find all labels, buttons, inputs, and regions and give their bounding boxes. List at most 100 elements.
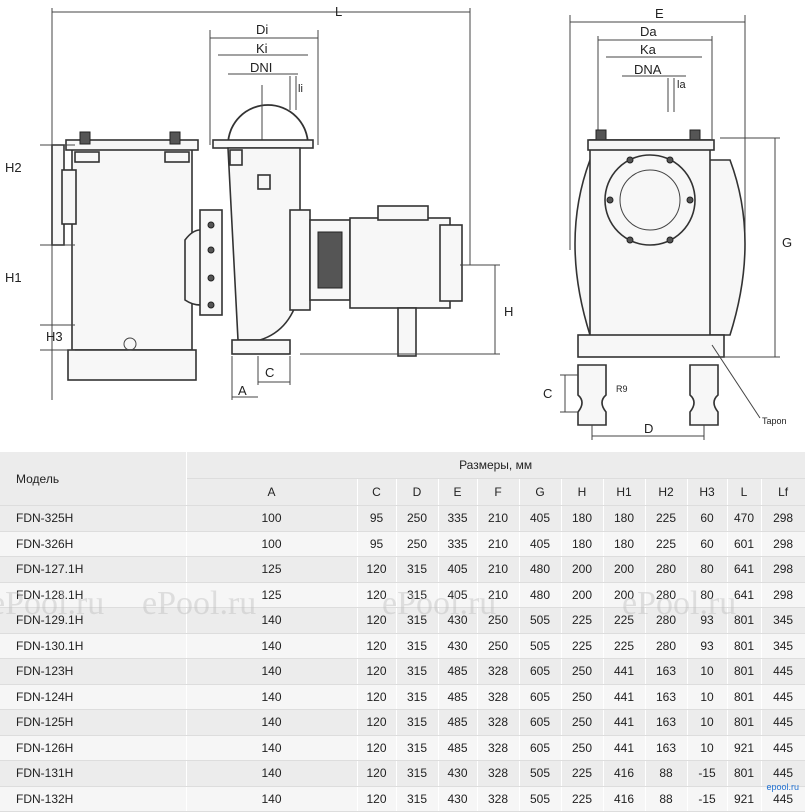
dimension-cell-D: 315 [396,582,439,608]
dimension-cell-D: 250 [396,505,439,532]
dimension-cell-H3: 60 [687,505,728,532]
dimension-cell-H: 250 [561,684,604,710]
dimension-cell-A: 140 [186,658,358,685]
dim-R9: R9 [616,384,628,394]
dimension-cell-C: 120 [357,582,397,608]
dimension-cell-G: 405 [519,505,562,532]
dimension-cell-A: 125 [186,582,358,608]
dimension-cell-E: 430 [438,633,478,659]
dimension-cell-C: 120 [357,786,397,812]
dim-DNA: DNA [634,62,662,77]
dimension-cell-E: 485 [438,735,478,761]
dimension-cell-H: 225 [561,786,604,812]
tapon-label: Tapon [762,416,787,426]
model-cell: FDN-129.1H [0,607,187,634]
dimension-cell-E: 405 [438,582,478,608]
dimension-cell-F: 250 [477,607,520,634]
dimension-cell-H3: -15 [687,760,728,787]
dimension-cell-Lf: 298 [761,582,805,608]
dimension-cell-H3: 80 [687,556,728,583]
dimension-cell-A: 140 [186,760,358,787]
dimension-cell-H1: 416 [603,786,646,812]
dimension-cell-H1: 200 [603,556,646,583]
dimension-cell-C: 120 [357,607,397,634]
dimension-cell-H1: 441 [603,684,646,710]
dimension-cell-L: 801 [727,760,762,787]
dimension-cell-C: 120 [357,735,397,761]
dimension-cell-H2: 163 [645,709,688,736]
dimension-cell-C: 95 [357,531,397,557]
dimension-cell-E: 430 [438,607,478,634]
dimension-cell-H3: 93 [687,607,728,634]
dimension-cell-C: 120 [357,684,397,710]
dimension-cell-H: 250 [561,658,604,685]
dimension-cell-H1: 225 [603,633,646,659]
dimension-cell-E: 485 [438,709,478,736]
dimension-cell-E: 335 [438,531,478,557]
dimension-cell-H: 200 [561,556,604,583]
dimension-cell-Lf: 345 [761,607,805,634]
dimension-cell-H: 200 [561,582,604,608]
column-header-C: C [357,478,397,506]
dim-C: C [265,365,274,380]
dimensions-table: Модель Размеры, мм A C D E F G H H1 H2 H… [0,452,805,812]
column-header-G: G [519,478,562,506]
dimension-cell-H2: 280 [645,633,688,659]
dimension-cell-E: 405 [438,556,478,583]
model-cell: FDN-326H [0,531,187,557]
dimension-cell-G: 405 [519,531,562,557]
dimension-cell-H3: 10 [687,735,728,761]
dimension-cell-G: 505 [519,633,562,659]
dimension-cell-H: 225 [561,633,604,659]
model-cell: FDN-125H [0,709,187,736]
site-logo: epool.ru [766,782,799,792]
dimension-cell-A: 140 [186,684,358,710]
dimension-cell-E: 430 [438,760,478,787]
column-header-H2: H2 [645,478,688,506]
dimension-cell-L: 641 [727,582,762,608]
model-cell: FDN-325H [0,505,187,532]
dimension-cell-H: 225 [561,760,604,787]
dimension-cell-G: 505 [519,607,562,634]
dimension-cell-F: 210 [477,531,520,557]
dimension-cell-H2: 280 [645,607,688,634]
dimension-cell-F: 210 [477,582,520,608]
dimension-cell-H2: 88 [645,760,688,787]
dimension-cell-A: 140 [186,709,358,736]
column-header-F: F [477,478,520,506]
dimension-cell-D: 315 [396,658,439,685]
dimension-cell-L: 801 [727,658,762,685]
dimension-cell-A: 125 [186,556,358,583]
dimension-cell-G: 605 [519,684,562,710]
dim-H3: H3 [46,329,63,344]
dimension-cell-H2: 280 [645,556,688,583]
dimension-cell-G: 480 [519,556,562,583]
dimension-cell-H2: 163 [645,684,688,710]
model-cell: FDN-123H [0,658,187,685]
dimension-cell-F: 250 [477,633,520,659]
dimension-cell-F: 328 [477,735,520,761]
dimension-cell-F: 328 [477,760,520,787]
dimension-cell-E: 485 [438,658,478,685]
dimension-cell-Lf: 298 [761,556,805,583]
dimension-cell-Lf: 445 [761,760,805,787]
dimension-cell-H1: 441 [603,709,646,736]
dimension-cell-L: 921 [727,786,762,812]
column-header-L: L [727,478,762,506]
dimension-cell-L: 801 [727,684,762,710]
dim-H2: H2 [5,160,22,175]
dimension-cell-H1: 200 [603,582,646,608]
model-cell: FDN-126H [0,735,187,761]
dimension-cell-Lf: 298 [761,505,805,532]
dimension-cell-D: 315 [396,607,439,634]
dimension-cell-H2: 225 [645,531,688,557]
